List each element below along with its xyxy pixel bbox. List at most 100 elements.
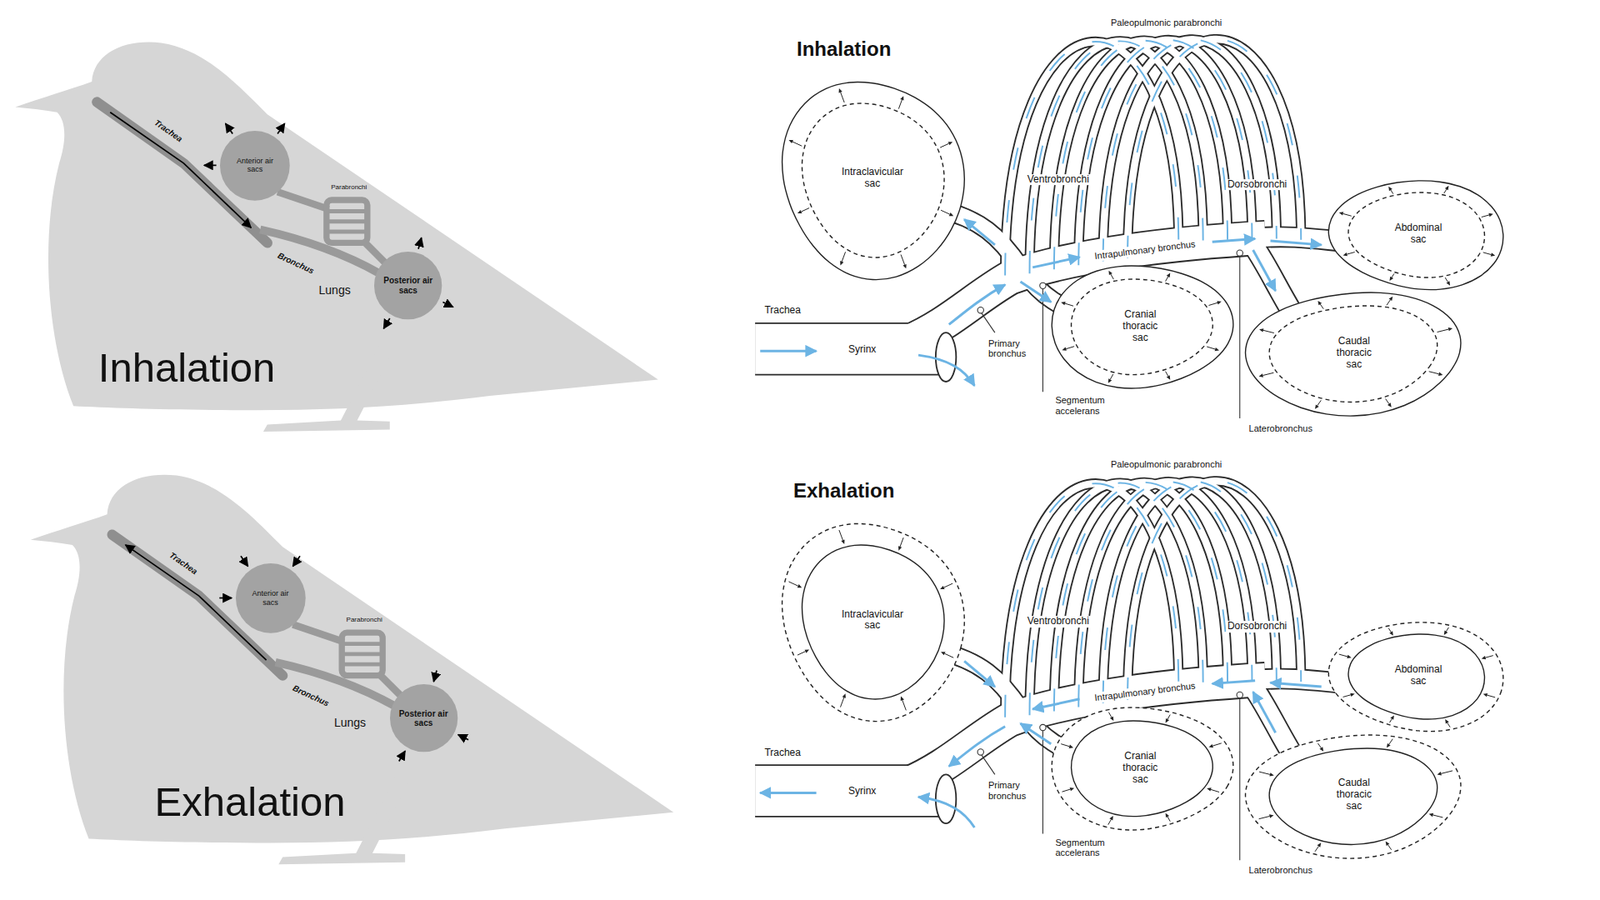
sac-label: Caudal thoracic sac [1330, 335, 1378, 370]
arrow-shaft [1263, 373, 1275, 376]
drawing-use [96, 101, 386, 274]
arrow-shaft [1445, 277, 1448, 282]
sac-motion-arrow [1444, 627, 1450, 635]
arrow-head [1481, 655, 1486, 660]
drawing-use [977, 250, 1243, 419]
sac-inner-outline [1269, 305, 1438, 402]
sac-motion-arrow [1339, 654, 1352, 659]
sac-motion-arrow [1060, 301, 1074, 306]
sac-motion-arrow [1165, 715, 1171, 724]
drawing-use [15, 42, 658, 432]
part-label: Primary bronchus [988, 338, 1039, 360]
arrow-head [1350, 692, 1355, 696]
drawing-path [225, 123, 234, 134]
arrow-shaft [840, 92, 845, 103]
arrow-head [1110, 815, 1114, 820]
sac-outer-outline [781, 523, 965, 721]
part-label: Segmentum accelerans [1055, 837, 1112, 859]
sac-motion-arrow [839, 530, 845, 545]
sac-label: Anterior air sacs [230, 156, 280, 175]
sac-motion-arrow [1389, 273, 1394, 281]
arrow-shaft [1110, 374, 1114, 380]
arrow-shaft [1315, 845, 1319, 851]
part-label: Syrinx [848, 344, 876, 356]
drawing-path [1253, 250, 1276, 291]
sac-label: Intraclavicular sac [832, 609, 912, 633]
drawing-path [1032, 699, 1080, 710]
arrow-shaft [1481, 215, 1490, 218]
drawing-path [760, 791, 816, 795]
arrow-head [1390, 715, 1395, 720]
sac-motion-arrow [797, 207, 810, 214]
arrow-head [840, 540, 845, 545]
arrow-head [1343, 252, 1348, 256]
arrow-shaft [1317, 400, 1321, 406]
arrow-head [1389, 630, 1394, 635]
arrow-head [1483, 693, 1488, 697]
drawing-path [219, 597, 232, 600]
sac-text-box: Abdominal sac [1389, 222, 1448, 246]
arrow-shaft [1441, 770, 1454, 773]
drawing-use [112, 535, 402, 707]
sac-label: Cranial thoracic sac [1116, 309, 1164, 344]
part-label: Dorsobronchi [1225, 620, 1289, 633]
sac-motion-arrow [1385, 840, 1392, 850]
arrow-shaft [1386, 300, 1390, 305]
arrow-shaft [788, 581, 798, 586]
air-sac-circle: Anterior air sacs [219, 130, 291, 202]
arrow-head [1166, 273, 1170, 278]
phase-title: Exhalation [793, 479, 895, 503]
arrow-head [900, 95, 904, 100]
arrow-shaft [1447, 722, 1450, 727]
part-label: Ventrobronchi [1025, 615, 1091, 628]
sac-motion-arrow [1062, 787, 1075, 792]
sac-motion-arrow [840, 251, 845, 265]
arrow-shaft [1206, 346, 1215, 350]
arrow-head [1448, 327, 1453, 331]
arrow-head [1490, 252, 1495, 256]
arrow-head [1166, 375, 1170, 380]
sac-label: Abdominal sac [1389, 664, 1448, 688]
sac-outer-outline [781, 81, 965, 280]
arrow-head [898, 545, 902, 550]
sac-label: Caudal thoracic sac [1330, 777, 1378, 812]
sac-motion-arrow [1444, 185, 1450, 193]
arrow-shaft [1391, 273, 1395, 277]
arrow-shaft [792, 141, 802, 146]
arrow-shaft [1165, 276, 1169, 282]
arrow-shaft [1259, 771, 1270, 775]
sac-motion-arrow [1389, 715, 1394, 723]
arrow-shaft [1388, 628, 1391, 633]
flow-arrows [125, 545, 469, 762]
sac-text-box: Intraclavicular sac [832, 166, 912, 190]
drawing-path [383, 318, 390, 329]
part-label: Trachea [764, 305, 801, 318]
arrow-shaft [1445, 627, 1449, 632]
arrow-head [1270, 772, 1275, 776]
sac-motion-arrow [940, 210, 954, 216]
sac-motion-arrow [1108, 815, 1114, 825]
arrow-shaft [1343, 213, 1352, 216]
sac-disc [235, 563, 306, 634]
arrow-head [948, 212, 953, 216]
sac-motion-arrow [1437, 770, 1454, 775]
drawing-path [918, 355, 975, 386]
arrow-shaft [1209, 303, 1218, 306]
sac-motion-arrow [1315, 400, 1321, 410]
arrow-shaft [1062, 790, 1071, 793]
arrow-head [1445, 185, 1450, 190]
drawing-path [204, 165, 217, 167]
sac-motion-arrow [1108, 374, 1114, 384]
sac-label: Posterior air sacs [397, 709, 450, 729]
sac-disc [374, 251, 442, 320]
sac-motion-arrow [1429, 812, 1444, 817]
sac-motion-arrow [1483, 693, 1495, 698]
sac-motion-arrow [1259, 373, 1275, 378]
sac-motion-arrow [1165, 273, 1171, 282]
sac-motion-arrow [1318, 300, 1325, 310]
drawing-path [949, 726, 1005, 767]
arrow-head [1070, 787, 1075, 791]
part-label: Lungs [319, 283, 351, 297]
arrow-shaft [940, 143, 949, 148]
arrow-head [1429, 812, 1434, 816]
